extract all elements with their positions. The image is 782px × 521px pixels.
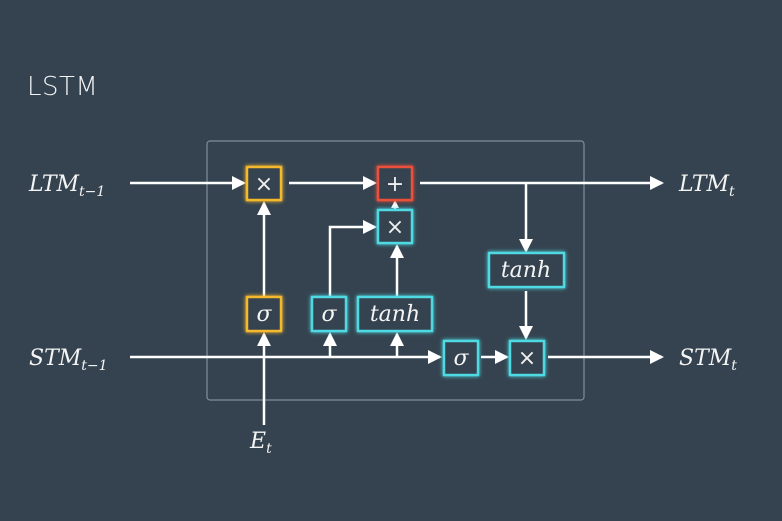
multiply-symbol: × xyxy=(386,215,404,240)
stm-prev-label: STMt−1 xyxy=(29,346,108,374)
ltm-prev-label: LTMt−1 xyxy=(28,172,105,200)
forget-multiply-gate: × xyxy=(245,165,283,202)
diagram-title: LSTM xyxy=(27,72,99,102)
lstm-cell-frame xyxy=(206,140,585,401)
ltm-next-label: LTMt xyxy=(678,172,735,200)
output-multiply-gate: × xyxy=(508,339,546,377)
tanh-label: tanh xyxy=(370,302,420,327)
sigma-symbol: σ xyxy=(453,346,469,371)
learn-multiply-gate: × xyxy=(376,208,414,245)
output-tanh-gate: tanh xyxy=(487,251,566,289)
learn-sigma-gate: σ xyxy=(310,295,348,333)
multiply-symbol: × xyxy=(255,172,273,197)
output-sigma-gate: σ xyxy=(442,339,480,377)
tanh-label: tanh xyxy=(501,258,551,283)
add-gate: + xyxy=(376,165,414,202)
plus-symbol: + xyxy=(386,172,404,197)
sigma-symbol: σ xyxy=(321,302,337,327)
multiply-symbol: × xyxy=(518,346,536,371)
forget-sigma-gate: σ xyxy=(245,295,283,333)
learn-tanh-gate: tanh xyxy=(356,295,434,333)
connections xyxy=(130,176,664,425)
event-label: Et xyxy=(249,429,272,457)
sigma-symbol: σ xyxy=(256,302,272,327)
stm-next-label: STMt xyxy=(679,346,737,374)
